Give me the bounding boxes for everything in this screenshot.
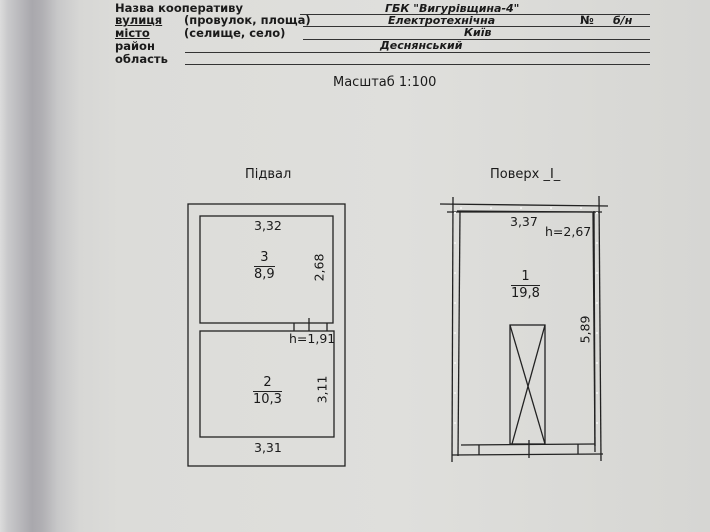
room3-area: 8,9 [254, 267, 275, 282]
scale-label: Масштаб 1:100 [333, 75, 437, 90]
basement-plan [187, 203, 346, 467]
room1-number: 1 [511, 269, 540, 286]
room3-number: 3 [254, 250, 275, 267]
room2-length: 3,11 [314, 375, 330, 404]
room1-width: 3,37 [510, 214, 538, 229]
room2-label: 2 10,3 [253, 375, 282, 408]
floor-height: h=2,67 [545, 224, 592, 239]
region-underline [185, 64, 650, 65]
basement-height: h=1,91 [289, 331, 336, 346]
cooperative-underline [300, 14, 650, 15]
room3-width: 3,32 [254, 218, 282, 233]
district-label: район [115, 39, 155, 53]
room1-area: 19,8 [511, 286, 540, 301]
street-value: Електротехнічна [388, 14, 496, 27]
room3-label: 3 8,9 [254, 250, 275, 283]
city-hint: (селище, село) [184, 26, 286, 40]
district-value: Деснянський [380, 39, 463, 52]
street-underline [303, 26, 650, 27]
room2-number: 2 [253, 375, 282, 392]
floor-plan [439, 195, 609, 463]
region-label: область [115, 52, 168, 66]
cooperative-value: ГБК "Вигурівщина-4" [385, 2, 520, 15]
room2-area: 10,3 [253, 392, 282, 407]
room2-width: 3,31 [254, 440, 282, 455]
city-underline [303, 39, 650, 40]
room1-label: 1 19,8 [511, 269, 540, 302]
street-hint: (провулок, площа) [184, 13, 311, 27]
room1-length: 5,89 [577, 315, 593, 344]
axis-line-marks [454, 207, 598, 450]
city-label: місто [115, 26, 150, 40]
city-value: Київ [464, 26, 492, 39]
basement-title: Підвал [245, 167, 292, 182]
floor-title: Поверх _І_ [490, 167, 561, 182]
number-label: № [580, 13, 594, 27]
street-label: вулиця [115, 13, 163, 27]
district-underline [185, 52, 650, 53]
number-value: б/н [613, 14, 633, 27]
cooperative-label: Назва кооперативу [115, 1, 243, 15]
room3-length: 2,68 [311, 253, 327, 282]
